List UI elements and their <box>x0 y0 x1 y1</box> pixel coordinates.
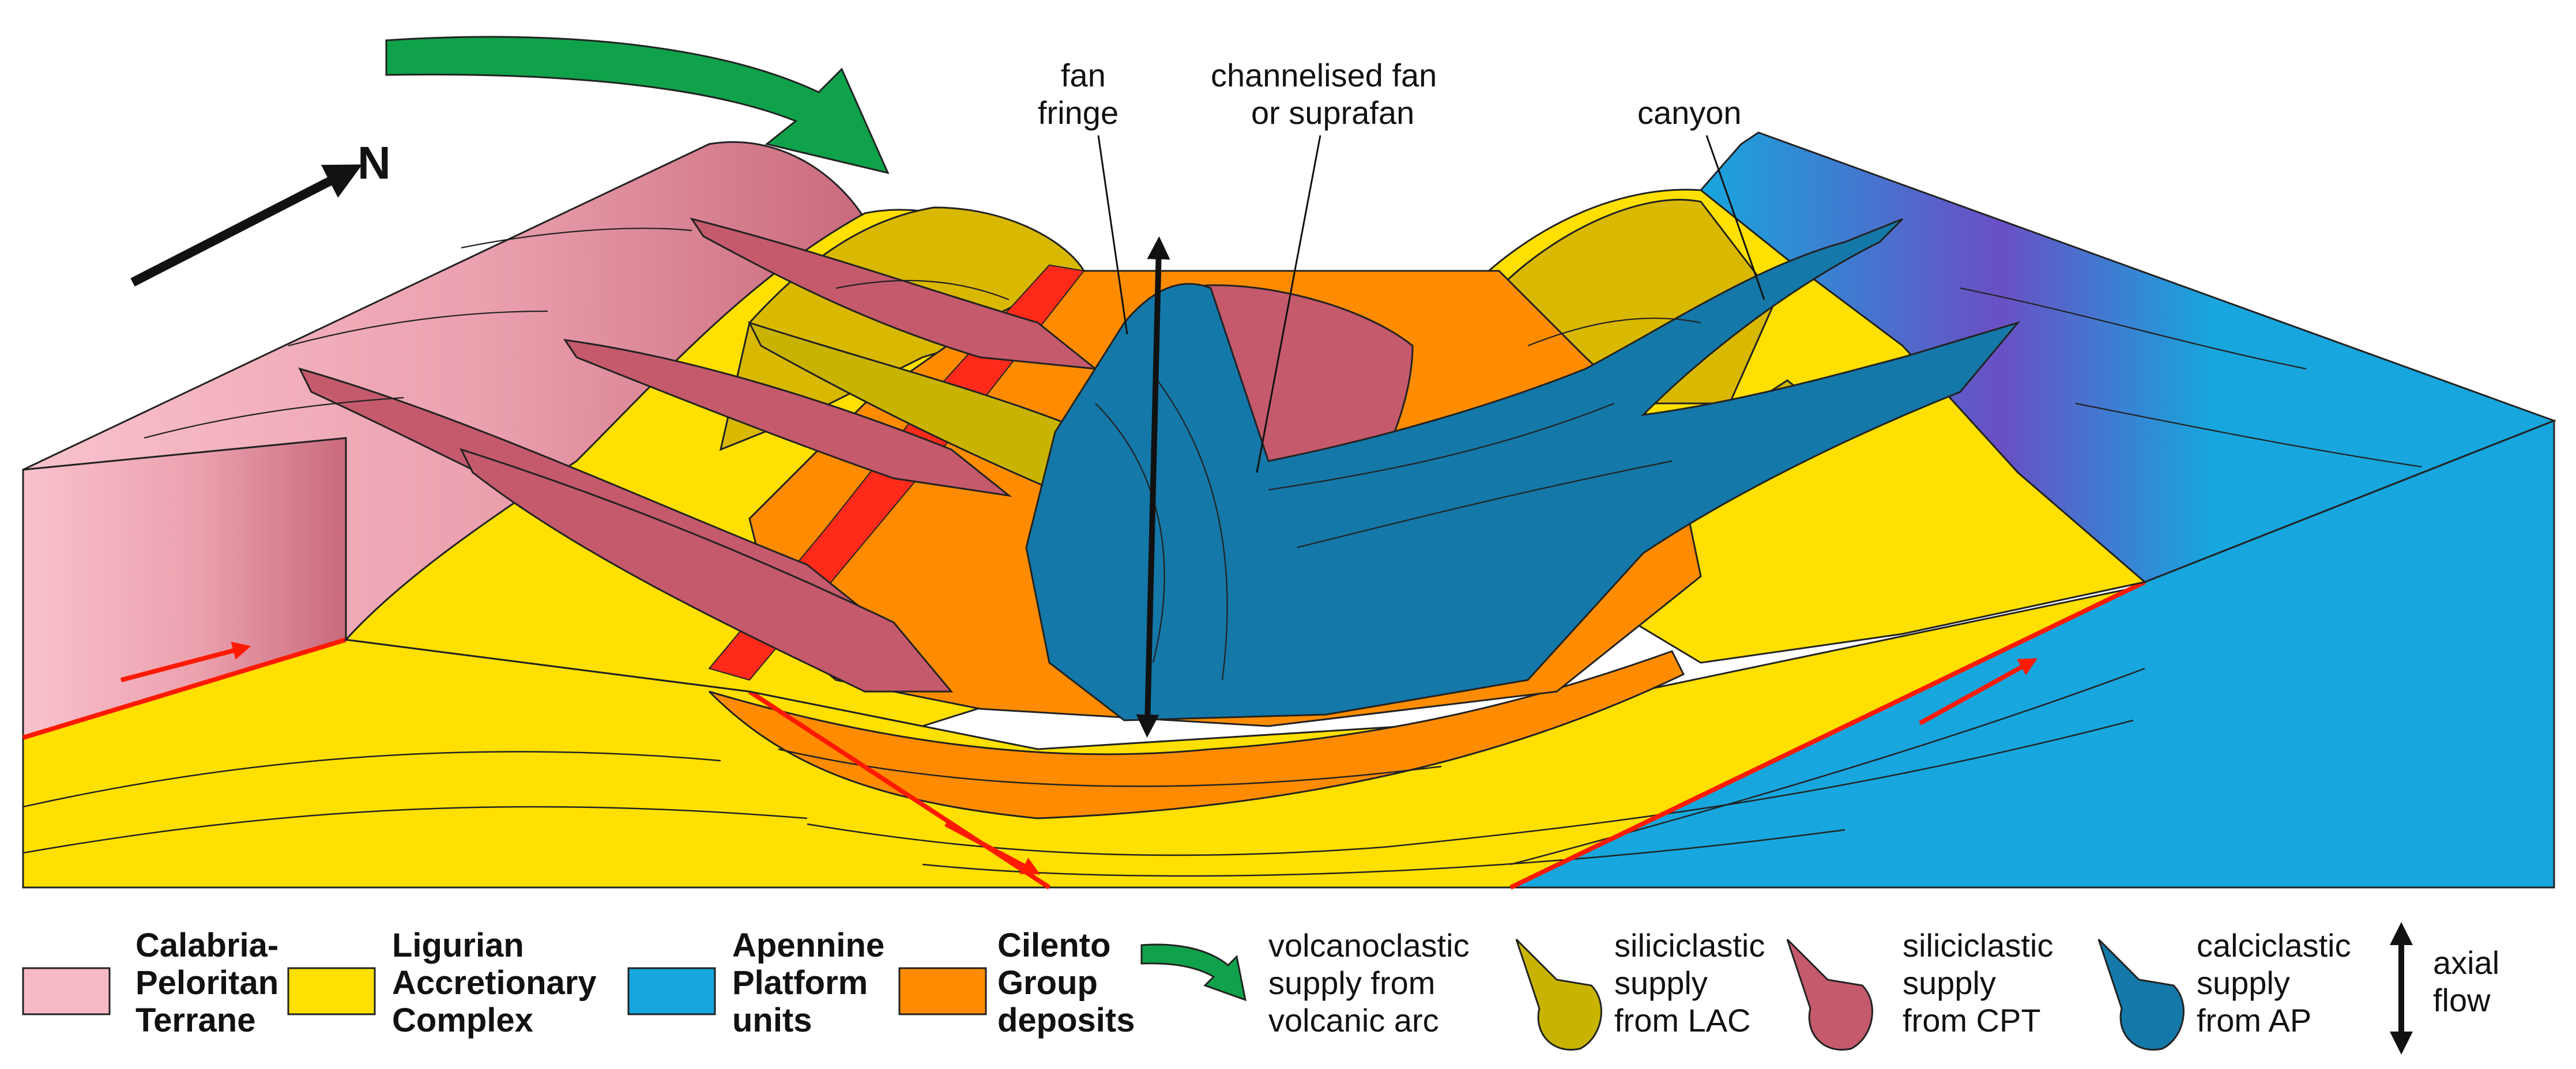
cilento-basin-section <box>708 650 1685 819</box>
legend-volc-1: volcanoclastic <box>1268 927 1470 964</box>
legend-ap-1: Apennine <box>732 927 884 964</box>
legend-volc-3: volcanic arc <box>1268 1002 1439 1038</box>
legend-sil-cpt-1: siliciclastic <box>1903 927 2053 964</box>
legend-sil-lac-3: from LAC <box>1614 1002 1751 1038</box>
legend-cpt-swatch <box>22 967 111 1015</box>
legend-calc-ap-2: supply <box>2197 965 2290 1001</box>
surface-lines <box>144 228 2422 681</box>
legend-cg-swatch <box>898 967 987 1015</box>
ap-fan <box>1025 218 2021 722</box>
legend-ap-3: units <box>732 1002 812 1039</box>
channelised-line-1: channelised fan <box>1211 57 1437 93</box>
legend-lac-swatch <box>287 967 376 1015</box>
thrust-arrows <box>120 641 2038 875</box>
fan-fringe-line-2: fringe <box>1038 95 1118 131</box>
legend-cpt-2: Peloritan <box>135 964 278 1002</box>
legend-cg-2: Group <box>997 964 1098 1002</box>
legend-sil-cpt-3: from CPT <box>1903 1002 2041 1038</box>
legend-volc-2: supply from <box>1268 965 1435 1001</box>
legend-sil-lac-icon <box>1515 938 1602 1051</box>
legend-ap-swatch <box>627 967 716 1015</box>
legend-cg-3: deposits <box>997 1002 1135 1039</box>
legend: Calabria- Peloritan Terrane Ligurian Acc… <box>22 922 2499 1055</box>
legend-lac-3: Complex <box>392 1002 533 1039</box>
volcanoclastic-supply-arrow <box>385 36 890 175</box>
legend-axial-1: axial <box>2433 945 2499 981</box>
block-front <box>22 419 2555 890</box>
legend-cpt-3: Terrane <box>135 1002 255 1039</box>
channelised-line-2: or suprafan <box>1251 95 1414 131</box>
annotation-canyon: canyon <box>1637 95 1765 300</box>
legend-calc-ap-3: from AP <box>2197 1002 2311 1038</box>
legend-cpt-1: Calabria- <box>135 927 278 964</box>
canyon-label: canyon <box>1637 95 1742 131</box>
axial-flow-arrow-diagram <box>1136 236 1170 738</box>
annotation-fan-fringe: fan fringe <box>1038 57 1128 335</box>
legend-axial-2: flow <box>2433 982 2491 1018</box>
legend-lac-2: Accretionary <box>392 964 597 1002</box>
cpt-channels <box>298 217 1098 693</box>
legend-sil-cpt-icon <box>1786 938 1873 1051</box>
north-label: N <box>357 137 391 188</box>
legend-sil-lac-2: supply <box>1614 965 1708 1001</box>
legend-ap-2: Platform <box>732 964 868 1002</box>
legend-lac-1: Ligurian <box>392 927 524 964</box>
legend-calc-ap-icon <box>2097 938 2185 1051</box>
legend-sil-lac-1: siliciclastic <box>1614 927 1765 964</box>
block-top <box>22 131 2557 727</box>
annotation-channelised: channelised fan or suprafan <box>1211 57 1437 473</box>
legend-cg-1: Cilento <box>997 927 1111 964</box>
legend-sil-cpt-2: supply <box>1903 965 1996 1001</box>
fan-fringe-line-1: fan <box>1061 57 1106 93</box>
legend-calc-ap-1: calciclastic <box>2197 927 2351 964</box>
legend-green-arrow-icon <box>1140 943 1246 1002</box>
north-arrow <box>130 164 363 287</box>
